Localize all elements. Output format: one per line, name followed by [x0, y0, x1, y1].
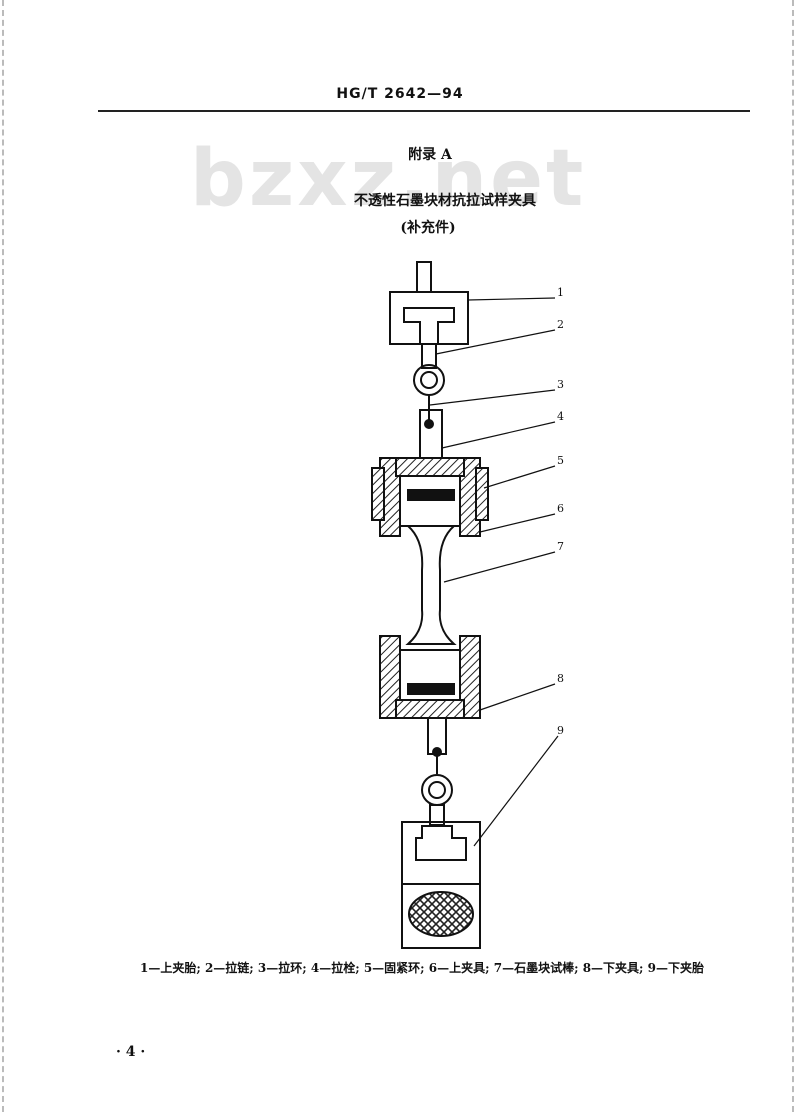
leader-8: [479, 683, 556, 711]
upper-pull-ring-inner: [420, 371, 438, 389]
leader-5: [483, 465, 556, 489]
lower-pull-ring-outer: [421, 774, 453, 806]
right-binding-edge: [792, 0, 798, 1112]
leader-7: [443, 551, 556, 583]
upper-die-assembly: [389, 261, 469, 429]
upper-fastening-ring: [407, 489, 455, 501]
graphite-test-bar: [405, 525, 457, 645]
callout-labels: 1 2 3 4 5 6 7 8 9: [557, 286, 564, 737]
leader-lines: [429, 297, 559, 847]
upper-clamp-top: [395, 457, 465, 477]
standard-code-header: HG/T 2642—94: [336, 86, 464, 102]
callout-4: 4: [557, 410, 564, 423]
callout-6: 6: [557, 502, 564, 515]
leader-6: [479, 513, 556, 533]
callout-1: 1: [557, 286, 564, 299]
upper-die-t-slot: [403, 307, 455, 345]
watermark: bzxz.net: [190, 134, 587, 224]
upper-fastening-ring-side: [475, 467, 489, 521]
lower-pull-ring-inner: [428, 781, 446, 799]
upper-clamp-assembly: [371, 409, 489, 537]
leader-1: [467, 297, 556, 301]
callout-2: 2: [557, 318, 564, 331]
upper-bolt-pin: [424, 419, 434, 429]
page-number: · 4 ·: [116, 1044, 146, 1060]
supplement-note: (补充件): [400, 220, 456, 236]
lower-fastening-ring: [407, 683, 455, 695]
callout-7: 7: [557, 540, 564, 553]
figure-title: 不透性石墨块材抗拉试样夹具: [354, 193, 536, 209]
upper-pull-rod: [416, 261, 432, 293]
header-rule: [98, 110, 750, 112]
upper-pull-ring-outer: [413, 364, 445, 396]
callout-3: 3: [557, 378, 564, 391]
lower-bolt-pin: [432, 747, 442, 757]
callout-8: 8: [557, 672, 564, 685]
lower-die-assembly: [401, 717, 481, 949]
upper-pull-chain-link: [421, 343, 437, 369]
leader-3: [429, 389, 556, 406]
callout-9: 9: [557, 724, 564, 737]
left-binding-edge: [2, 0, 8, 1112]
upper-fastening-ring-side-left: [371, 467, 385, 521]
lower-die-t-slot: [415, 825, 467, 861]
appendix-title: 附录 A: [408, 147, 452, 163]
figure-caption: 1—上夹胎; 2—拉链; 3—拉环; 4—拉栓; 5—固紧环; 6—上夹具; 7…: [140, 961, 705, 975]
lower-clamp-assembly: [379, 635, 481, 719]
lower-clamp-bottom: [395, 699, 465, 719]
leader-9: [473, 735, 559, 847]
leader-4: [441, 421, 556, 449]
lower-die-knurled-grip: [408, 891, 474, 937]
leader-2: [435, 329, 556, 355]
callout-5: 5: [557, 454, 564, 467]
